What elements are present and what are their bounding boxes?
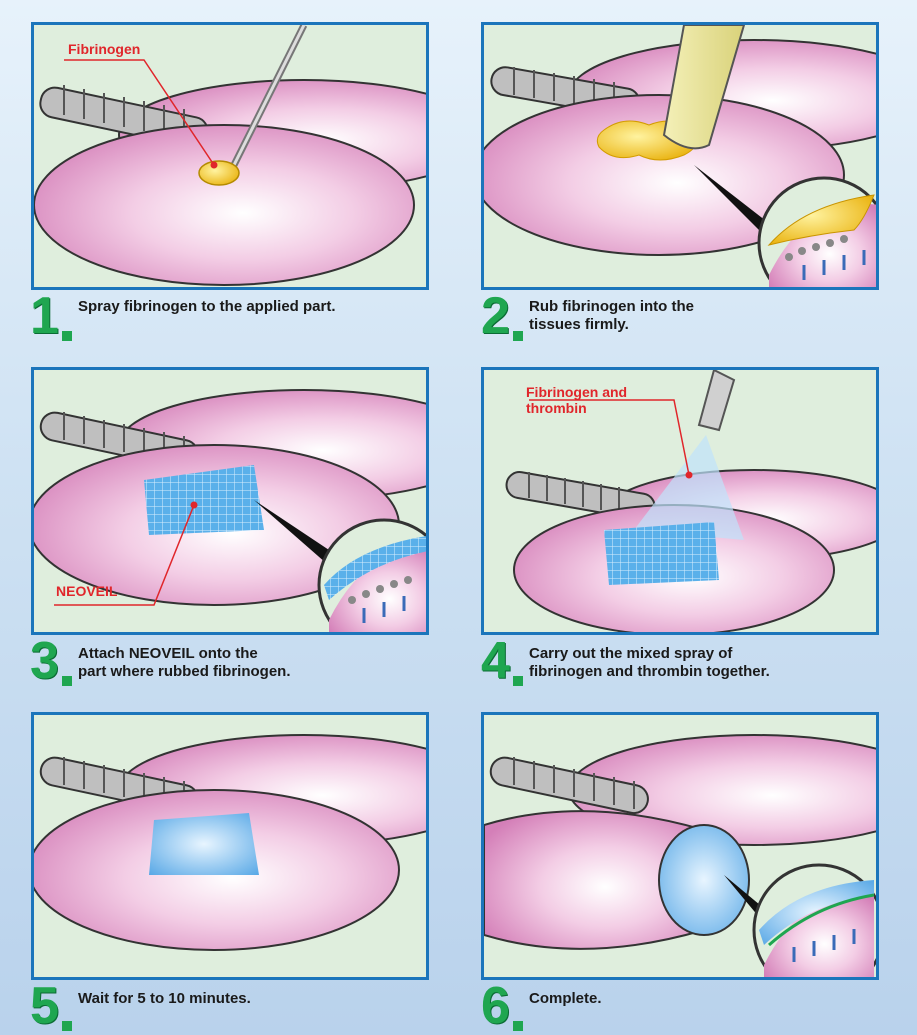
step-3-number: 3 xyxy=(30,635,59,687)
step-1-caption: Spray fibrinogen to the applied part. xyxy=(78,298,438,316)
magnifier-inset xyxy=(754,865,876,977)
step-3-caption: Attach NEOVEIL onto the part where rubbe… xyxy=(78,645,438,681)
fibrinogen-callout: Fibrinogen xyxy=(68,41,140,57)
neoveil-callout: NEOVEIL xyxy=(56,583,117,599)
step-4-caption: Carry out the mixed spray of fibrinogen … xyxy=(529,645,889,681)
step-4-panel: Fibrinogen and thrombin xyxy=(481,367,879,635)
step-2-number: 2 xyxy=(481,290,510,342)
step-3-panel: NEOVEIL xyxy=(31,367,429,635)
step-4-number: 4 xyxy=(481,635,510,687)
step-5-illustration xyxy=(34,715,426,977)
step-2-illustration xyxy=(484,25,876,287)
step-6-illustration xyxy=(484,715,876,977)
spray-nozzle-icon xyxy=(699,370,734,430)
absorbed-veil xyxy=(149,813,259,875)
step-6-number: 6 xyxy=(481,980,510,1032)
step-4-dot xyxy=(513,676,523,686)
step-6-panel xyxy=(481,712,879,980)
step-5-number: 5 xyxy=(30,980,59,1032)
step-5-dot xyxy=(62,1021,72,1031)
step-2-panel xyxy=(481,22,879,290)
neoveil-mesh xyxy=(604,522,719,585)
lower-lung-lobe xyxy=(34,125,414,285)
step-1-illustration xyxy=(34,25,426,287)
fibrinogen-thrombin-callout: Fibrinogen and thrombin xyxy=(526,384,627,416)
lung-cross-section xyxy=(659,825,749,935)
step-2-dot xyxy=(513,331,523,341)
step-6-dot xyxy=(513,1021,523,1031)
fibrinogen-drop xyxy=(199,161,239,185)
step-2-caption: Rub fibrinogen into the tissues firmly. xyxy=(529,298,889,334)
step-6-caption: Complete. xyxy=(529,990,889,1008)
step-1-panel: Fibrinogen xyxy=(31,22,429,290)
step-3-dot xyxy=(62,676,72,686)
step-5-caption: Wait for 5 to 10 minutes. xyxy=(78,990,438,1008)
step-1-dot xyxy=(62,331,72,341)
step-5-panel xyxy=(31,712,429,980)
step-1-number: 1 xyxy=(30,290,59,342)
